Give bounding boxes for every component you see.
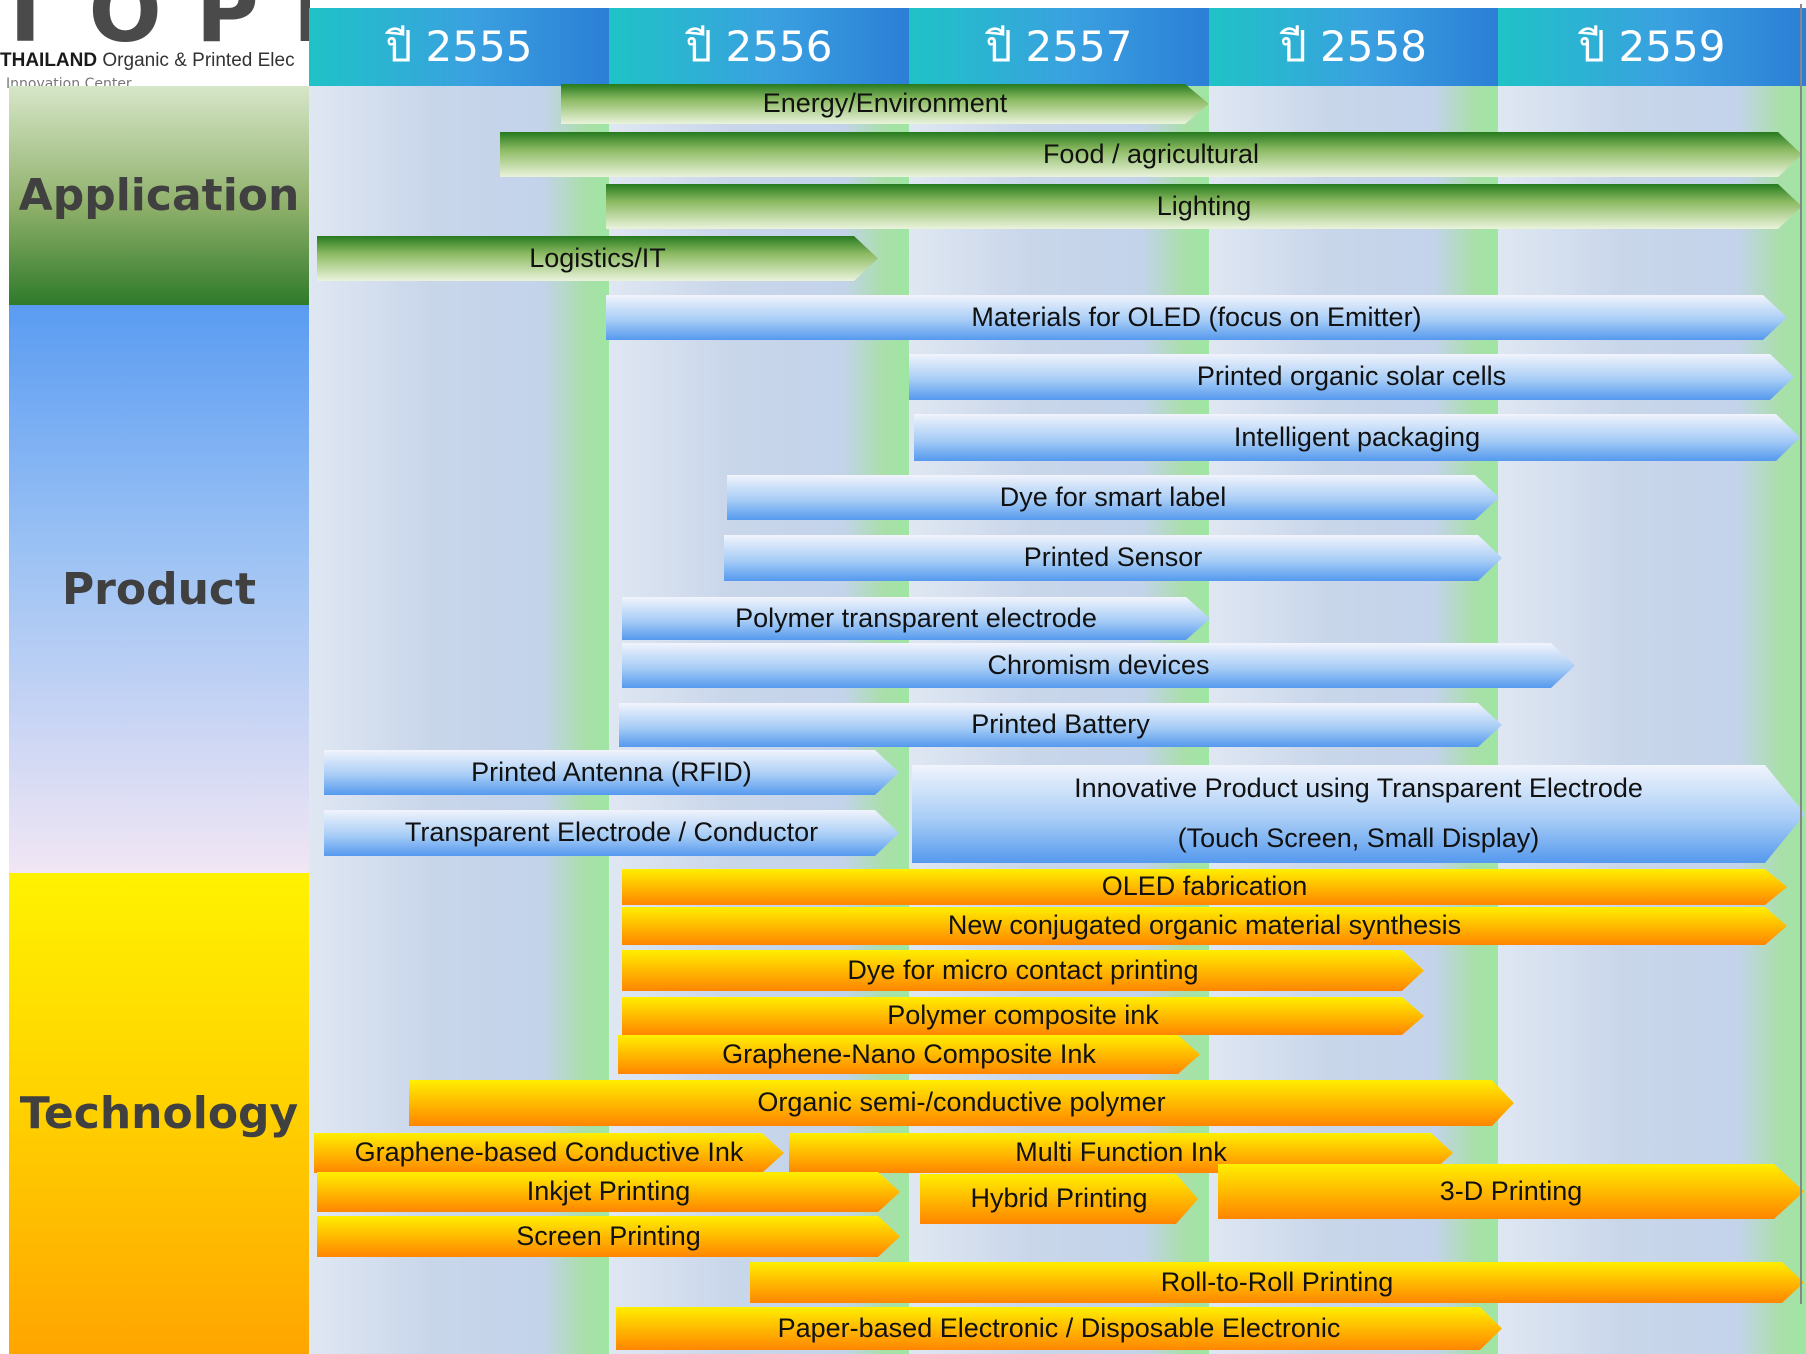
roadmap-bar-printed-antenna-rfid: Printed Antenna (RFID) xyxy=(324,750,899,795)
roadmap-bar-materials-for-oled: Materials for OLED (focus on Emitter) xyxy=(606,295,1787,340)
roadmap-bar-3d-printing: 3-D Printing xyxy=(1218,1164,1804,1219)
year-header-row: ปี 2555 ปี 2556 ปี 2557 ปี 2558 ปี 2559 xyxy=(309,8,1806,86)
roadmap-bar-transparent-electrode-conductor: Transparent Electrode / Conductor xyxy=(324,810,899,856)
roadmap-bar-hybrid-printing: Hybrid Printing xyxy=(920,1174,1198,1224)
roadmap-bar-organic-semi-conductive-polymer: Organic semi-/conductive polymer xyxy=(409,1080,1514,1126)
roadmap-bar-graphene-based-conductive-ink: Graphene-based Conductive Ink xyxy=(314,1133,784,1173)
roadmap-bar-polymer-composite-ink: Polymer composite ink xyxy=(622,997,1424,1035)
category-technology: Technology xyxy=(9,873,309,1354)
roadmap-bar-multi-function-ink: Multi Function Ink xyxy=(789,1133,1453,1173)
roadmap-bar-dye-for-micro-contact-printing: Dye for micro contact printing xyxy=(622,950,1424,991)
roadmap-bar-food-agricultural: Food / agricultural xyxy=(500,132,1802,177)
roadmap-bar-printed-battery: Printed Battery xyxy=(619,703,1502,747)
roadmap-bar-graphene-nano-composite-ink: Graphene-Nano Composite Ink xyxy=(618,1035,1200,1074)
roadmap-bar-logistics-it: Logistics/IT xyxy=(317,236,878,281)
roadmap-bar-chromism-devices: Chromism devices xyxy=(622,643,1575,688)
category-product: Product xyxy=(9,305,309,873)
roadmap-bar-inkjet-printing: Inkjet Printing xyxy=(317,1172,900,1212)
roadmap-bar-polymer-transparent-electrode: Polymer transparent electrode xyxy=(622,597,1210,640)
category-application: Application xyxy=(9,86,309,305)
roadmap-bar-energy-environment: Energy/Environment xyxy=(561,84,1209,124)
slide-edge-line xyxy=(1800,4,1802,1304)
year-header-2558: ปี 2558 xyxy=(1209,8,1498,86)
year-header-2557: ปี 2557 xyxy=(909,8,1209,86)
roadmap-bar-innovative-product-transparent-electrode: Innovative Product using Transparent Ele… xyxy=(912,765,1805,863)
roadmap-bar-screen-printing: Screen Printing xyxy=(317,1216,900,1257)
roadmap-bar-dye-for-smart-label: Dye for smart label xyxy=(727,475,1499,520)
logo-tagline: THAILAND Organic & Printed Elec xyxy=(0,50,295,72)
year-column-2559 xyxy=(1498,86,1806,1354)
roadmap-bar-roll-to-roll-printing: Roll-to-Roll Printing xyxy=(750,1262,1804,1303)
roadmap-bar-lighting: Lighting xyxy=(606,184,1802,229)
roadmap-bar-new-conjugated-organic-material: New conjugated organic material synthesi… xyxy=(622,907,1787,945)
innovative-product-subtitle: (Touch Screen, Small Display) xyxy=(1177,823,1540,853)
year-header-2559: ปี 2559 xyxy=(1498,8,1806,86)
logo-tagline-bold: THAILAND xyxy=(0,50,98,71)
innovative-product-title: Innovative Product using Transparent Ele… xyxy=(1074,773,1643,804)
year-header-2555: ปี 2555 xyxy=(309,8,609,86)
logo-tagline-rest: Organic & Printed Elec xyxy=(102,50,295,71)
roadmap-bar-printed-sensor: Printed Sensor xyxy=(724,535,1502,581)
roadmap-bar-printed-organic-solar-cells: Printed organic solar cells xyxy=(909,354,1794,400)
roadmap-bar-intelligent-packaging: Intelligent packaging xyxy=(914,414,1800,461)
roadmap-bar-oled-fabrication: OLED fabrication xyxy=(622,869,1787,905)
year-header-2556: ปี 2556 xyxy=(609,8,909,86)
roadmap-bar-paper-based-electronic: Paper-based Electronic / Disposable Elec… xyxy=(616,1307,1502,1350)
logo-mark: TOPIC xyxy=(0,0,310,62)
topic-logo: TOPIC THAILAND Organic & Printed Elec In… xyxy=(0,0,310,90)
